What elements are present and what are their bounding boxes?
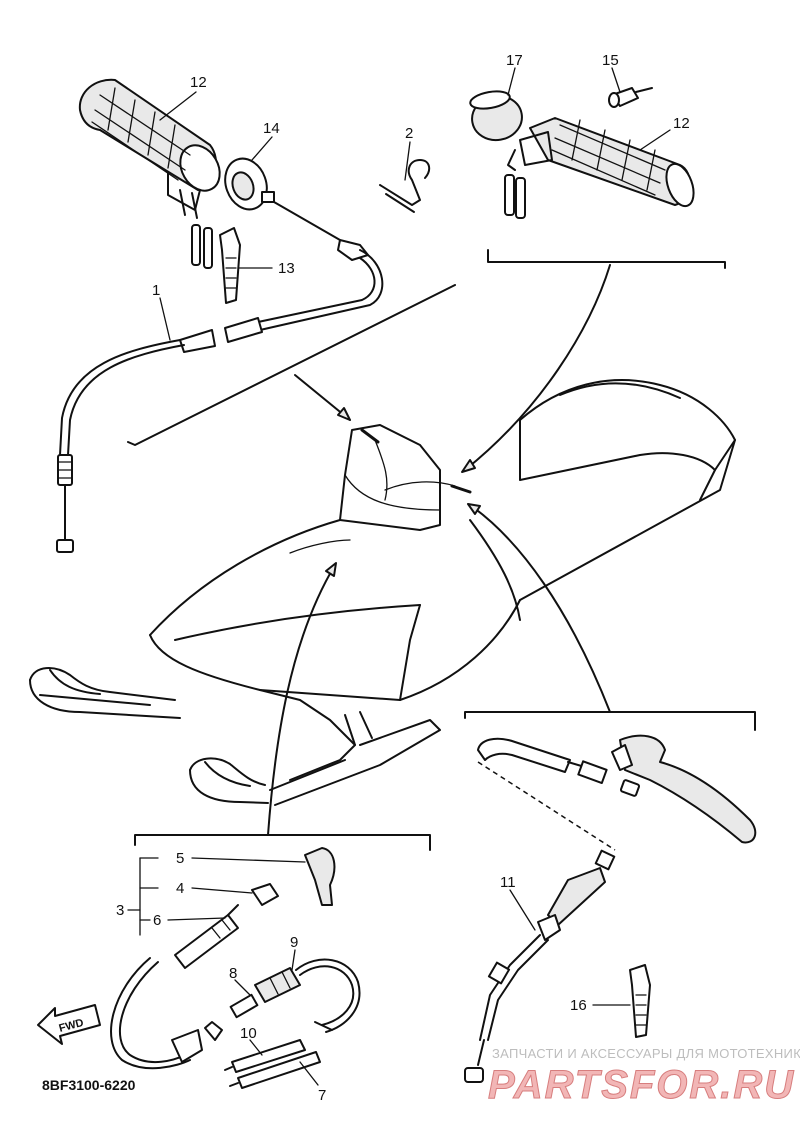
label-2: 2 — [405, 125, 413, 142]
watermark-brand: PARTSFOR.RU — [488, 1063, 795, 1107]
screw-15 — [608, 87, 653, 108]
cap-17 — [469, 90, 523, 142]
wire-lead-right-2 — [515, 177, 526, 219]
callout-frames — [127, 249, 756, 851]
wire-lead-right-1 — [504, 174, 515, 216]
label-15: 15 — [602, 52, 619, 69]
cable-end-lower — [56, 539, 74, 553]
label-1: 1 — [152, 282, 160, 299]
wire-lead-left-1 — [191, 224, 201, 266]
label-9: 9 — [290, 934, 298, 951]
assembly-bracket-3 — [127, 857, 159, 936]
watermark: ЗАПЧАСТИ И АКСЕССУАРЫ ДЛЯ МОТОТЕХНИКИ PA… — [488, 1046, 800, 1108]
diagram-code: 8BF3100-6220 — [42, 1077, 136, 1093]
label-13: 13 — [278, 260, 295, 277]
label-16: 16 — [570, 997, 587, 1014]
knob-4 — [251, 883, 279, 906]
leader-lines — [159, 67, 671, 1086]
label-10: 10 — [240, 1025, 257, 1042]
label-5: 5 — [176, 850, 184, 867]
choke-cable — [110, 957, 223, 1070]
plunger-8 — [229, 967, 301, 1019]
part-labels: 12 14 2 1 13 17 15 12 5 4 3 6 9 8 10 7 1… — [116, 52, 690, 1104]
label-11: 11 — [500, 874, 516, 891]
clip-2 — [379, 159, 431, 213]
wire-lead-10 — [224, 1039, 306, 1073]
cable-end-upper — [261, 191, 275, 203]
throttle-cable-1 — [56, 191, 384, 553]
label-12-right: 12 — [673, 115, 690, 132]
switch-6 — [174, 904, 239, 969]
brake-cable-11 — [464, 737, 641, 1083]
ring-14 — [224, 157, 268, 211]
tie-wrap-13 — [219, 227, 241, 304]
label-6: 6 — [153, 912, 161, 929]
brake-lever — [611, 734, 757, 844]
label-17: 17 — [506, 52, 523, 69]
snowmobile-body — [29, 379, 736, 806]
wire-lead-left-2 — [203, 227, 213, 269]
fwd-direction-badge: FWD — [37, 1004, 101, 1045]
lever-5 — [304, 847, 336, 906]
label-3: 3 — [116, 902, 124, 919]
label-12-left: 12 — [190, 74, 207, 91]
right-handlebar-grip — [504, 117, 695, 219]
cable-9 — [295, 958, 361, 1033]
watermark-tagline: ЗАПЧАСТИ И АКСЕССУАРЫ ДЛЯ МОТОТЕХНИКИ — [492, 1046, 800, 1061]
tie-wrap-16 — [629, 964, 651, 1038]
label-8: 8 — [229, 965, 237, 982]
label-7: 7 — [318, 1087, 326, 1104]
label-14: 14 — [263, 120, 280, 137]
wire-lead-7 — [229, 1051, 321, 1089]
label-4: 4 — [176, 880, 184, 897]
left-handlebar-grip — [78, 78, 221, 269]
